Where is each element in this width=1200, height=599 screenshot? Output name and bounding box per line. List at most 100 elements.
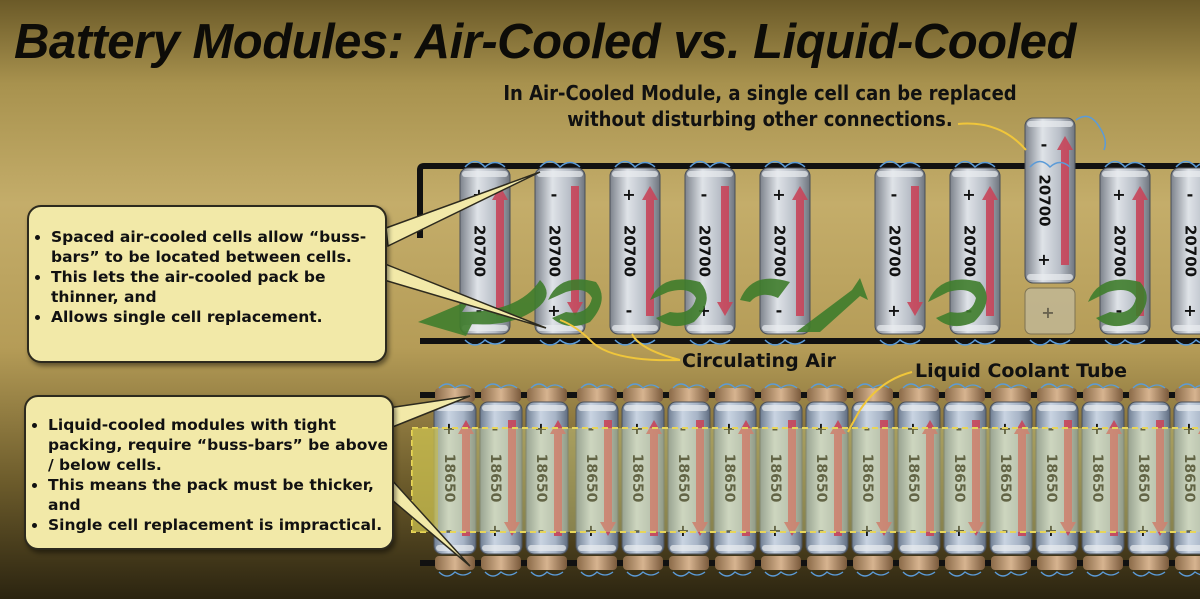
cell-wire	[1029, 160, 1071, 169]
liquid-cell-top-terminal: -	[1048, 419, 1055, 438]
air-cooled-callout: Spaced air-cooled cells allow “buss-bars…	[27, 205, 387, 363]
cell-wire	[672, 383, 706, 389]
liquid-cell-bottom-terminal: -	[538, 521, 545, 540]
liquid-cell-cap	[1084, 545, 1122, 551]
liquid-cell-model-label: 18650	[1135, 454, 1151, 503]
liquid-cell-arrow	[646, 420, 662, 536]
liquid-cell-top-terminal: +	[1182, 419, 1195, 438]
page-title: Battery Modules: Air-Cooled vs. Liquid-C…	[14, 15, 1076, 69]
cell-wire	[689, 338, 731, 346]
liquid-cell-cap	[436, 545, 474, 551]
liquid-callout-item: Single cell replacement is impractical.	[48, 515, 392, 535]
air-cell-top-terminal: -	[551, 185, 558, 204]
cell-wire	[1132, 383, 1166, 389]
liquid-cell-arrow	[876, 420, 892, 536]
air-cell: 20700+-	[459, 167, 511, 335]
liquid-cell-cap	[578, 545, 616, 551]
liquid-cell-endcap	[899, 388, 939, 402]
liquid-cell-endcap	[527, 556, 567, 570]
liquid-cell-cap	[854, 545, 892, 551]
air-cell-cap	[1173, 325, 1200, 331]
air-cell-top-terminal: +	[1112, 185, 1125, 204]
liquid-cell-model-label: 18650	[813, 454, 829, 503]
liquid-cell-cap	[1038, 545, 1076, 551]
liquid-cell-bottom-terminal: +	[584, 521, 597, 540]
liquid-cell-cap	[1176, 405, 1200, 411]
liquid-cell-endcap	[435, 556, 475, 570]
air-cell-arrow	[492, 186, 508, 316]
air-cell-cap	[612, 325, 658, 331]
liquid-cell-endcap	[1175, 388, 1200, 402]
air-cell-cap	[537, 171, 583, 177]
liquid-coolant-tube	[411, 427, 1200, 533]
leader-lines	[559, 122, 1027, 433]
liquid-cell-arrow	[830, 420, 846, 536]
cell-wire	[438, 383, 472, 389]
air-swirl	[548, 279, 602, 327]
air-cell-model-label: 20700	[1182, 225, 1200, 277]
liquid-coolant-tube-label: Liquid Coolant Tube	[915, 360, 1127, 382]
cell-wire	[764, 383, 798, 389]
cell-wire	[1075, 115, 1107, 151]
cell-wire	[1040, 571, 1074, 577]
liquid-cell-cap	[946, 545, 984, 551]
liquid-cell-model-label: 18650	[1043, 454, 1059, 503]
liquid-cell-cap	[1130, 405, 1168, 411]
cell-wire	[764, 338, 806, 346]
liquid-cell: 18650+-	[989, 401, 1033, 555]
liquid-cell-arrow	[692, 420, 708, 536]
air-label-leader-2	[631, 333, 681, 361]
liquid-cell-bottom-terminal: -	[1094, 521, 1101, 540]
air-cell-arrow	[717, 186, 733, 316]
cell-wire	[994, 383, 1028, 389]
air-cell-cap	[687, 171, 733, 177]
cell-wire	[484, 383, 518, 389]
liquid-cell-model-label: 18650	[487, 454, 503, 503]
liquid-cell-body	[1173, 401, 1200, 555]
liquid-cell-cap	[578, 405, 616, 411]
air-cell-arrow	[982, 186, 998, 316]
replacement-note-line-2: without disturbing other connections.	[567, 107, 953, 131]
liquid-cell-endcap	[577, 388, 617, 402]
air-cell: 20700-+	[534, 167, 586, 335]
air-cell-row: 20700+-20700-+20700+-20700-+20700+-20700…	[459, 115, 1200, 346]
cell-wire	[580, 383, 614, 389]
cell-wire	[1104, 338, 1146, 346]
liquid-cell-cap	[900, 405, 938, 411]
liquid-cell-bottom-terminal: +	[1044, 521, 1057, 540]
cell-wire	[672, 571, 706, 577]
liquid-cell-cap	[482, 545, 520, 551]
liquid-cell-endcap	[669, 388, 709, 402]
liquid-cell-endcap	[853, 556, 893, 570]
cell-wire	[464, 160, 506, 169]
air-swirl	[418, 280, 547, 336]
liquid-cell-cap	[808, 405, 846, 411]
air-cell-cap	[612, 171, 658, 177]
liquid-cell: 18650+-	[433, 401, 477, 555]
liquid-cell-endcap	[623, 556, 663, 570]
cell-wire	[879, 338, 921, 346]
air-cell-bottom-terminal: -	[476, 301, 483, 320]
cell-wire	[530, 383, 564, 389]
liquid-cell: 18650 - +	[1035, 401, 1079, 555]
air-cell-model-label: 20700	[961, 225, 979, 277]
cell-wire	[810, 571, 844, 577]
liquid-cell-top-terminal: +	[722, 419, 735, 438]
replaced-cell: 20700-+	[1024, 117, 1076, 284]
air-cooled-module: 20700+-20700-+20700+-20700-+20700+-20700…	[417, 115, 1200, 346]
liquid-cell-endcap	[481, 556, 521, 570]
liquid-cell-model-label: 18650	[951, 454, 967, 503]
liquid-cooled-callout-list: Liquid-cooled modules with tight packing…	[26, 397, 392, 535]
replaced-cell-cap	[1027, 121, 1073, 127]
liquid-cell-cap	[716, 545, 754, 551]
liquid-cell-arrow	[458, 420, 474, 536]
liquid-cell-endcap	[761, 388, 801, 402]
liquid-cell-model-label: 18650	[1181, 454, 1197, 503]
liquid-cell-endcap	[481, 388, 521, 402]
liquid-cell-bottom-terminal: -	[1002, 521, 1009, 540]
air-cell-arrow	[907, 186, 923, 316]
air-callout-pointer	[385, 171, 541, 248]
cell-wire	[484, 571, 518, 577]
liquid-callout-item: This means the pack must be thicker, and	[48, 475, 392, 515]
air-cell: 20700+-	[609, 167, 661, 335]
